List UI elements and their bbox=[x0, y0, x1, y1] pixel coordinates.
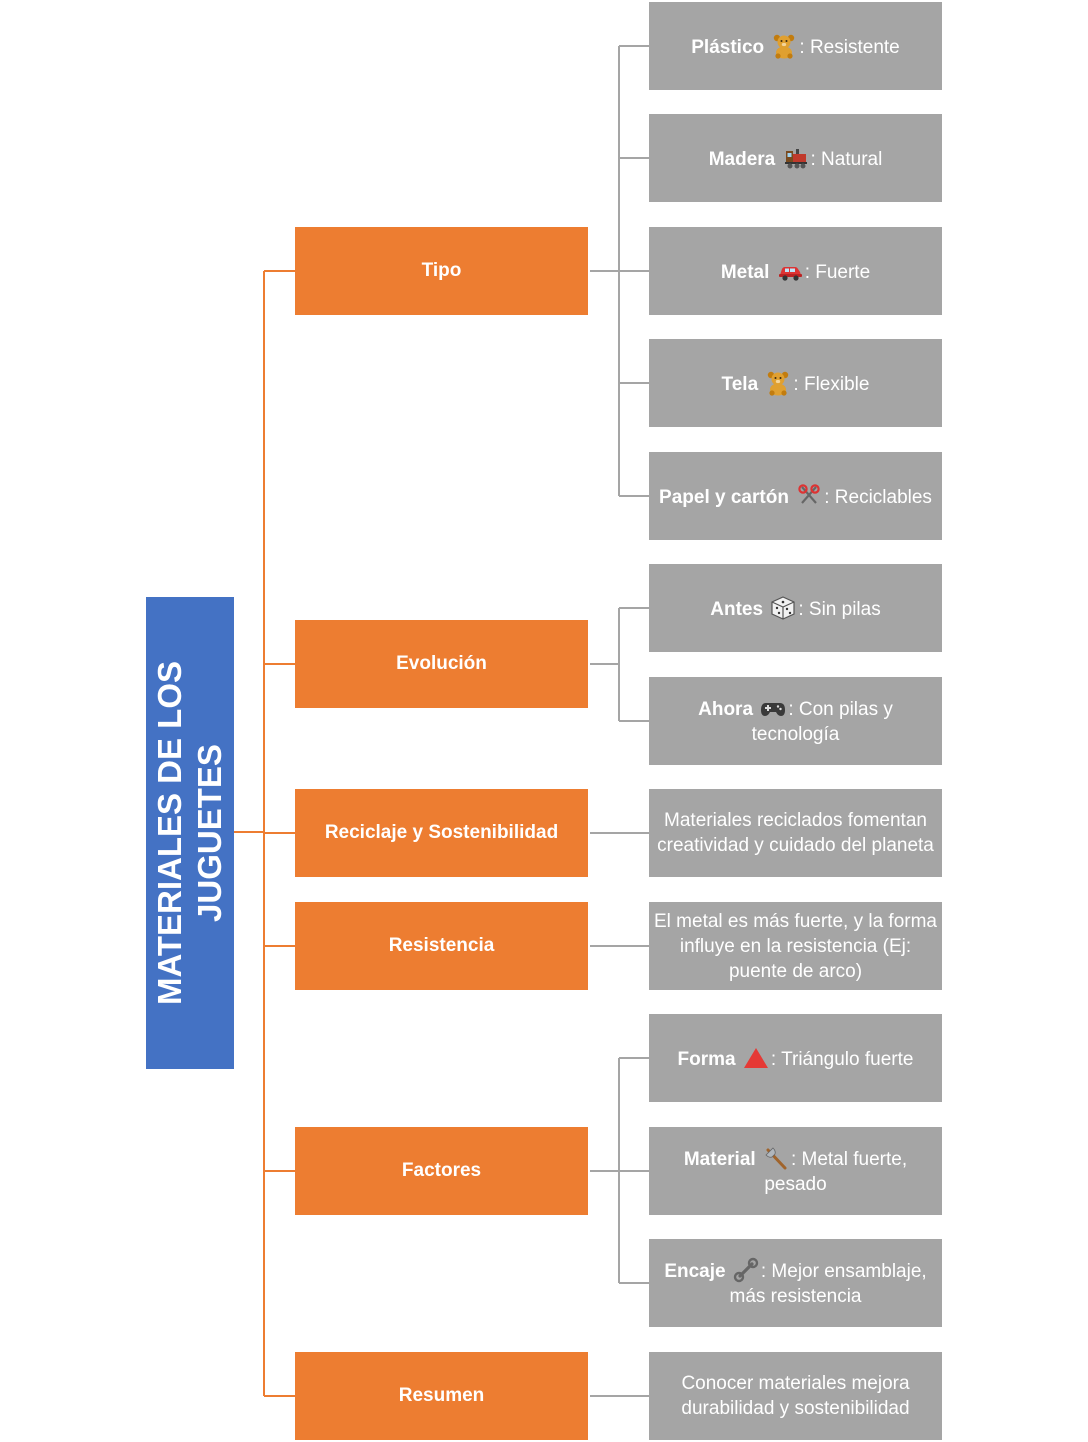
leaf-text: Plástico : Resistente bbox=[691, 33, 900, 60]
leaf-text: Tela : Flexible bbox=[721, 370, 870, 397]
branch-label: Reciclaje y Sostenibilidad bbox=[324, 822, 559, 843]
wrench-icon bbox=[733, 1257, 759, 1283]
leaf-description: : Natural bbox=[810, 148, 883, 170]
leaf-node: Antes : Sin pilas bbox=[649, 564, 942, 652]
leaf-text: Material : Metal fuerte, pesado bbox=[653, 1145, 938, 1197]
leaf-node: Forma : Triángulo fuerte bbox=[649, 1014, 942, 1102]
leaf-description: : Metal fuerte, pesado bbox=[764, 1149, 908, 1195]
leaf-node: Madera : Natural bbox=[649, 114, 942, 202]
leaf-term: Metal bbox=[720, 261, 770, 283]
teddy-bear-icon bbox=[765, 370, 791, 396]
leaf-text: El metal es más fuerte, y la forma influ… bbox=[653, 909, 938, 984]
leaf-text: Metal : Fuerte bbox=[721, 258, 870, 285]
leaf-description: : Flexible bbox=[793, 373, 870, 395]
branch-label: Resistencia bbox=[388, 935, 495, 956]
leaf-node: Conocer materiales mejora durabilidad y … bbox=[649, 1352, 942, 1440]
leaf-text: Antes : Sin pilas bbox=[710, 595, 881, 622]
triangle-icon bbox=[743, 1045, 769, 1071]
root-node: MATERIALES DE LOS JUGUETES bbox=[146, 597, 234, 1069]
leaf-term: Madera bbox=[708, 148, 776, 170]
leaf-text: Encaje : Mejor ensamblaje, más resistenc… bbox=[653, 1257, 938, 1309]
leaf-term: Tela bbox=[721, 373, 759, 395]
leaf-text: Forma : Triángulo fuerte bbox=[677, 1045, 914, 1072]
leaf-node: Metal : Fuerte bbox=[649, 227, 942, 315]
dice-icon bbox=[770, 595, 796, 621]
gamepad-icon bbox=[760, 695, 786, 721]
leaf-term: Material bbox=[683, 1149, 756, 1170]
leaf-term: Plástico bbox=[691, 36, 765, 58]
branch-tipo: Tipo bbox=[295, 227, 588, 315]
branch-reciclaje-y-sostenibilidad: Reciclaje y Sostenibilidad bbox=[295, 789, 588, 877]
leaf-text: Papel y cartón : Reciclables bbox=[659, 483, 932, 510]
leaf-node: Materiales reciclados fomentan creativid… bbox=[649, 789, 942, 877]
leaf-text: Ahora : Con pilas y tecnología bbox=[653, 695, 938, 747]
branch-label: Evolución bbox=[396, 653, 487, 674]
branch-label: Factores bbox=[401, 1160, 482, 1181]
leaf-term: Ahora bbox=[698, 699, 754, 720]
branch-label: Resumen bbox=[398, 1385, 485, 1406]
leaf-description: : Mejor ensamblaje, más resistencia bbox=[729, 1261, 927, 1307]
leaf-term: Encaje bbox=[664, 1261, 726, 1282]
leaf-node: Encaje : Mejor ensamblaje, más resistenc… bbox=[649, 1239, 942, 1327]
leaf-description: Materiales reciclados fomentan creativid… bbox=[657, 810, 934, 856]
leaf-description: : Con pilas y tecnología bbox=[751, 699, 893, 745]
leaf-node: Plástico : Resistente bbox=[649, 2, 942, 90]
leaf-description: : Resistente bbox=[799, 36, 900, 58]
axe-icon bbox=[763, 1145, 789, 1171]
branch-evolucion: Evolución bbox=[295, 620, 588, 708]
scissors-icon bbox=[796, 483, 822, 509]
train-icon bbox=[783, 145, 809, 171]
branch-label: Tipo bbox=[421, 260, 462, 281]
leaf-term: Papel y cartón bbox=[659, 486, 789, 508]
leaf-node: El metal es más fuerte, y la forma influ… bbox=[649, 902, 942, 990]
leaf-node: Ahora : Con pilas y tecnología bbox=[649, 677, 942, 765]
leaf-node: Papel y cartón : Reciclables bbox=[649, 452, 942, 540]
leaf-description: El metal es más fuerte, y la forma influ… bbox=[654, 910, 937, 982]
leaf-description: : Triángulo fuerte bbox=[770, 1048, 914, 1070]
teddy-bear-icon bbox=[771, 33, 797, 59]
leaf-description: Conocer materiales mejora durabilidad y … bbox=[681, 1373, 910, 1419]
leaf-term: Antes bbox=[710, 598, 764, 620]
leaf-node: Tela : Flexible bbox=[649, 339, 942, 427]
root-title: MATERIALES DE LOS JUGUETES bbox=[151, 660, 228, 1006]
leaf-text: Materiales reciclados fomentan creativid… bbox=[653, 808, 938, 858]
leaf-description: : Reciclables bbox=[824, 486, 932, 508]
leaf-description: : Sin pilas bbox=[798, 598, 881, 620]
leaf-description: : Fuerte bbox=[804, 261, 871, 283]
car-icon bbox=[777, 258, 803, 284]
branch-resumen: Resumen bbox=[295, 1352, 588, 1440]
leaf-text: Conocer materiales mejora durabilidad y … bbox=[653, 1371, 938, 1421]
branch-factores: Factores bbox=[295, 1127, 588, 1215]
leaf-term: Forma bbox=[677, 1048, 736, 1070]
leaf-text: Madera : Natural bbox=[708, 145, 883, 172]
branch-resistencia: Resistencia bbox=[295, 902, 588, 990]
leaf-node: Material : Metal fuerte, pesado bbox=[649, 1127, 942, 1215]
